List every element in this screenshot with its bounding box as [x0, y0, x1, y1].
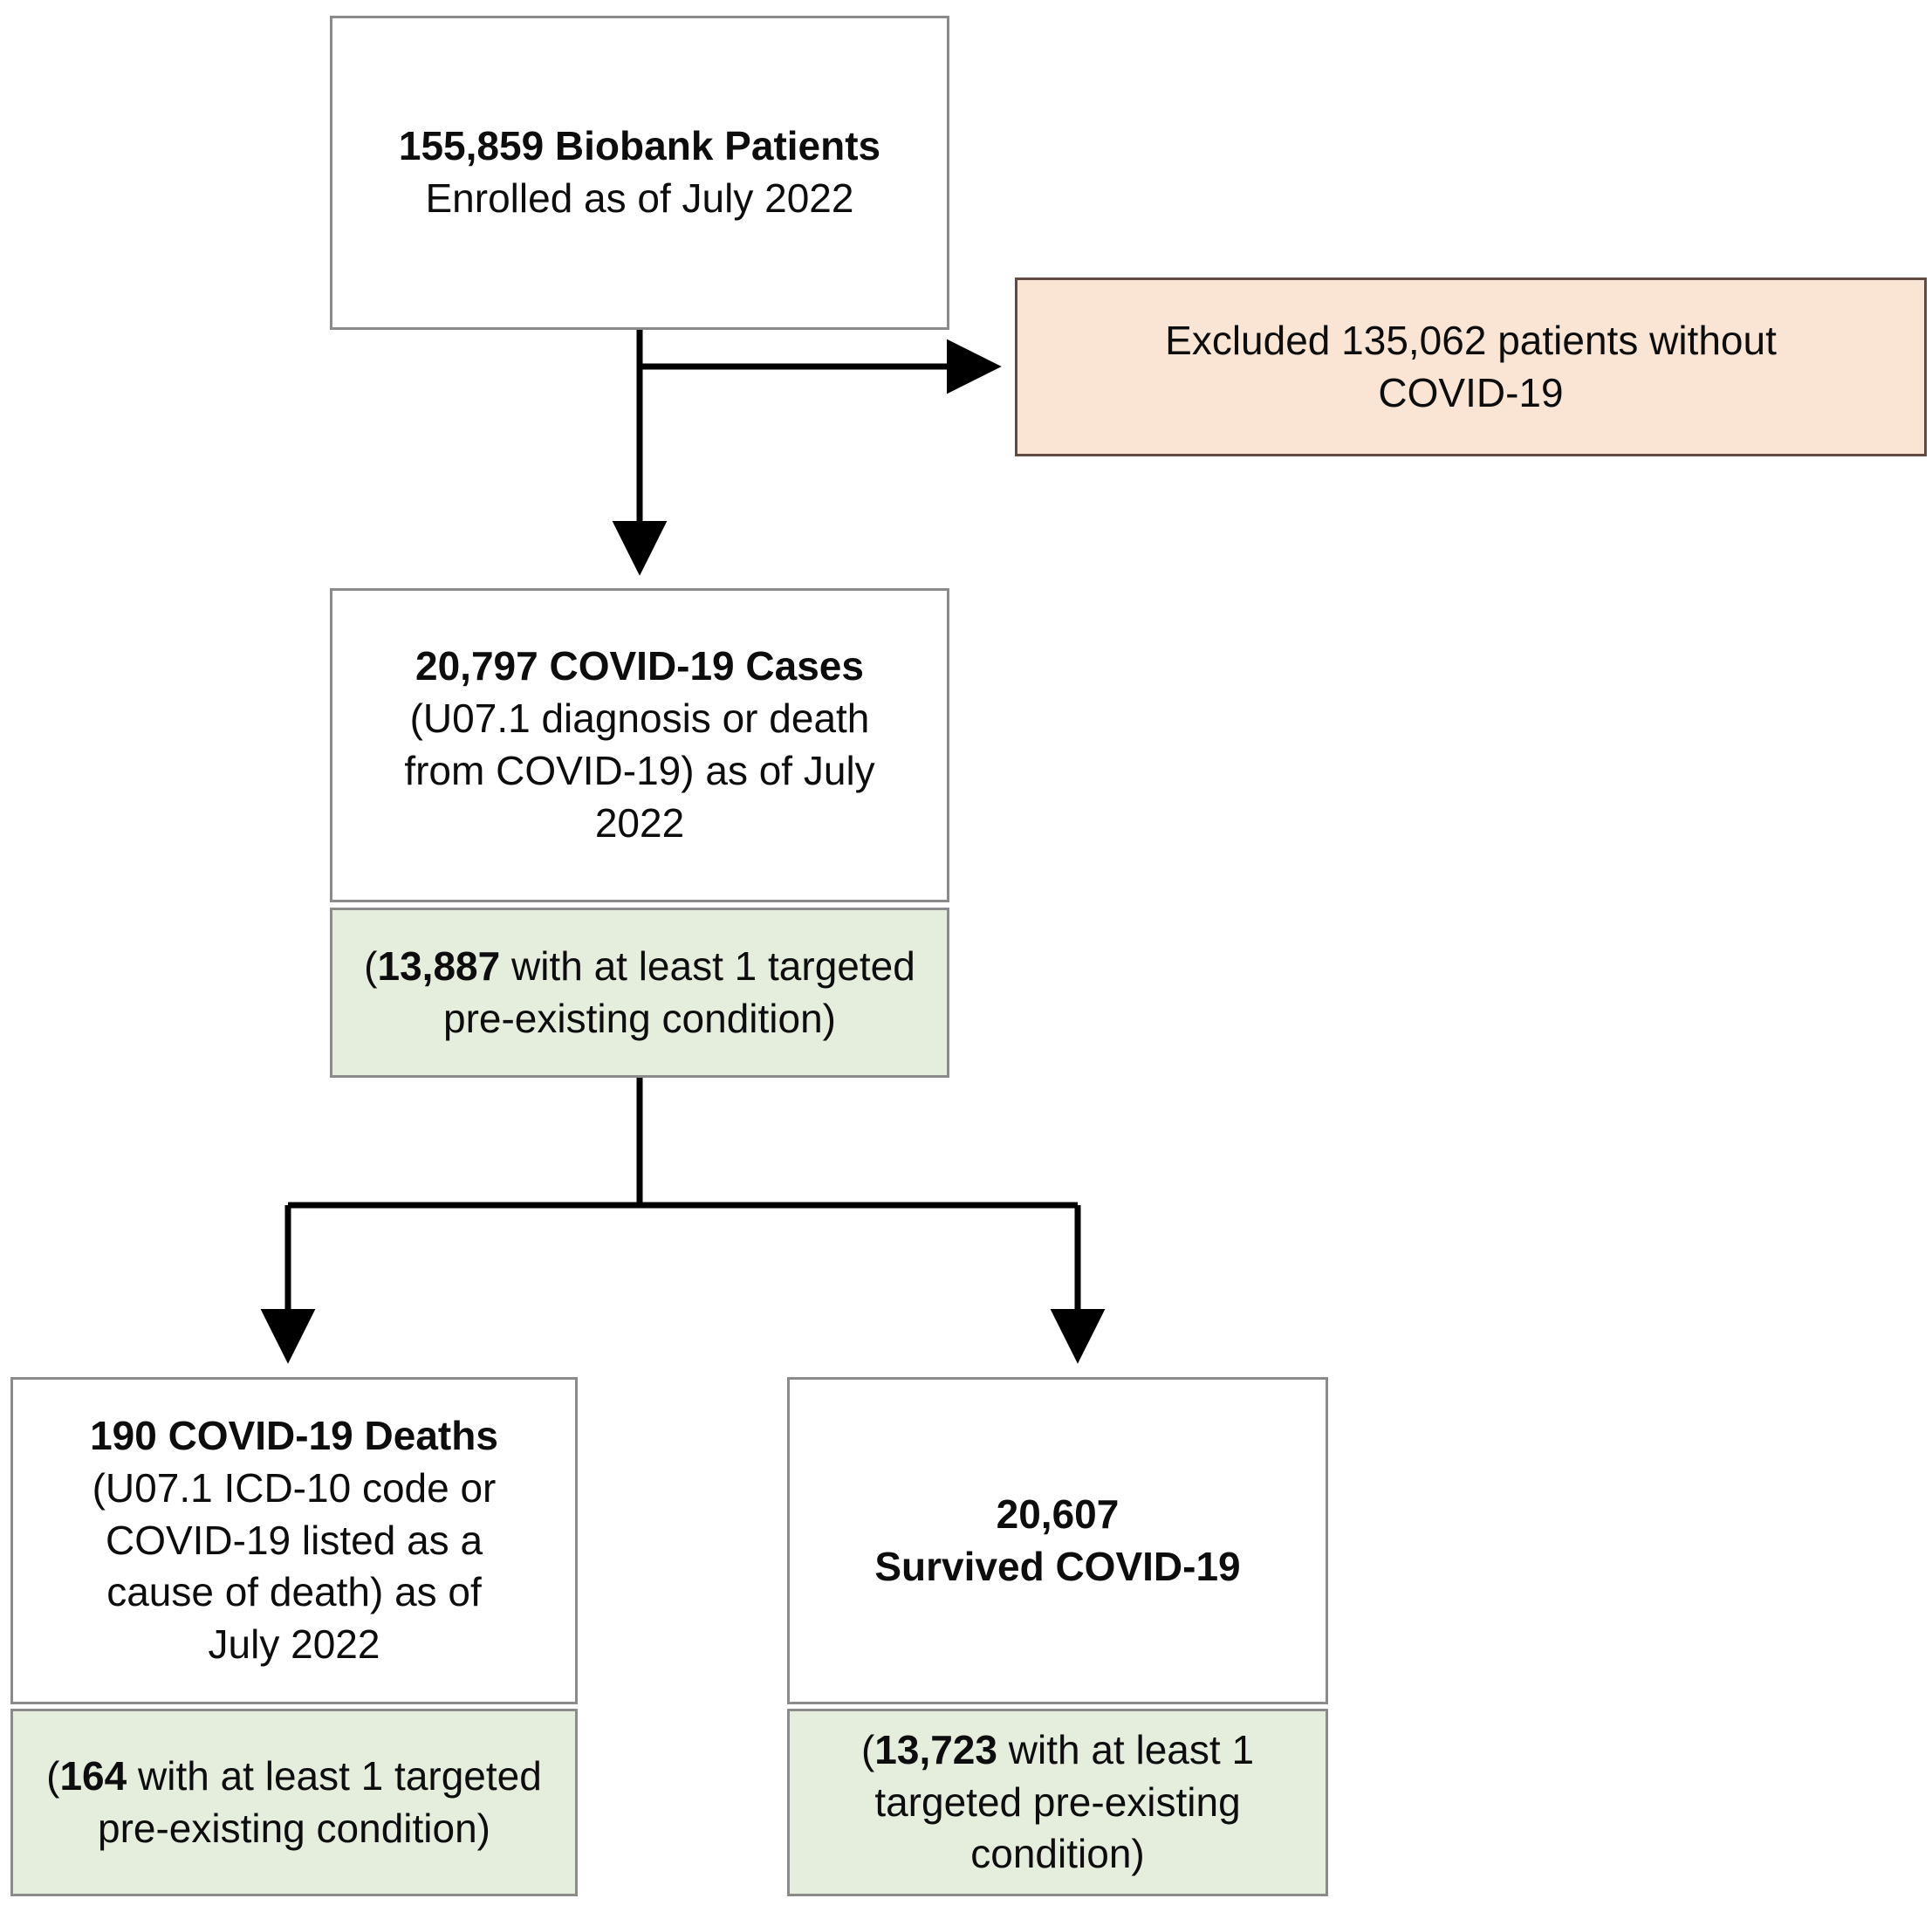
deaths-preexisting-text: (164 with at least 1 targeted pre-existi… — [34, 1751, 554, 1855]
deaths-preexisting-open-paren: ( — [46, 1752, 60, 1799]
biobank-count-label: 155,859 Biobank Patients — [398, 123, 881, 169]
deaths-line-3: COVID-19 listed as a — [105, 1517, 483, 1563]
cases-line-2: (U07.1 diagnosis or death — [409, 696, 870, 742]
biobank-enrollment-label: Enrolled as of July 2022 — [425, 175, 854, 221]
node-covid-deaths: 190 COVID-19 Deaths (U07.1 ICD-10 code o… — [10, 1377, 578, 1704]
cases-preexisting-count: 13,887 — [377, 942, 501, 989]
survived-preexisting-text: (13,723 with at least 1 targeted pre-exi… — [811, 1724, 1305, 1881]
node-deaths-preexisting-condition: (164 with at least 1 targeted pre-existi… — [10, 1709, 578, 1896]
deaths-line-2: (U07.1 ICD-10 code or — [92, 1464, 497, 1511]
cases-count-label: 20,797 COVID-19 Cases — [415, 643, 864, 689]
node-survived-covid: 20,607 Survived COVID-19 — [787, 1377, 1328, 1704]
edge-cases-split — [260, 1078, 1106, 1364]
cases-preexisting-text: (13,887 with at least 1 targeted pre-exi… — [357, 941, 922, 1045]
survived-label: Survived COVID-19 — [874, 1543, 1241, 1589]
node-survived-preexisting-condition: (13,723 with at least 1 targeted pre-exi… — [787, 1709, 1328, 1896]
survived-preexisting-count: 13,723 — [874, 1726, 997, 1772]
deaths-line-4: cause of death) as of — [106, 1569, 482, 1615]
excluded-line-2: COVID-19 — [1378, 369, 1564, 415]
node-cases-preexisting-condition: (13,887 with at least 1 targeted pre-exi… — [330, 908, 949, 1078]
survived-preexisting-open-paren: ( — [860, 1726, 875, 1772]
node-excluded-patients: Excluded 135,062 patients without COVID-… — [1015, 278, 1927, 456]
survived-count-label: 20,607 — [996, 1491, 1120, 1537]
cases-preexisting-rest: with at least 1 targeted pre-existing co… — [442, 942, 915, 1041]
cases-line-3: from COVID-19) as of July — [404, 748, 875, 793]
deaths-preexisting-rest: with at least 1 targeted pre-existing co… — [97, 1752, 542, 1851]
deaths-line-5: July 2022 — [208, 1621, 380, 1668]
deaths-count-label: 190 COVID-19 Deaths — [90, 1413, 498, 1458]
node-biobank-patients: 155,859 Biobank Patients Enrolled as of … — [330, 16, 949, 330]
excluded-line-1: Excluded 135,062 patients without — [1165, 317, 1777, 363]
deaths-preexisting-count: 164 — [59, 1752, 127, 1799]
survived-preexisting-rest: with at least 1 targeted pre-existing co… — [874, 1726, 1255, 1877]
cases-line-4: 2022 — [594, 799, 685, 846]
cases-preexisting-open-paren: ( — [364, 942, 378, 989]
node-covid-cases: 20,797 COVID-19 Cases (U07.1 diagnosis o… — [330, 588, 949, 902]
